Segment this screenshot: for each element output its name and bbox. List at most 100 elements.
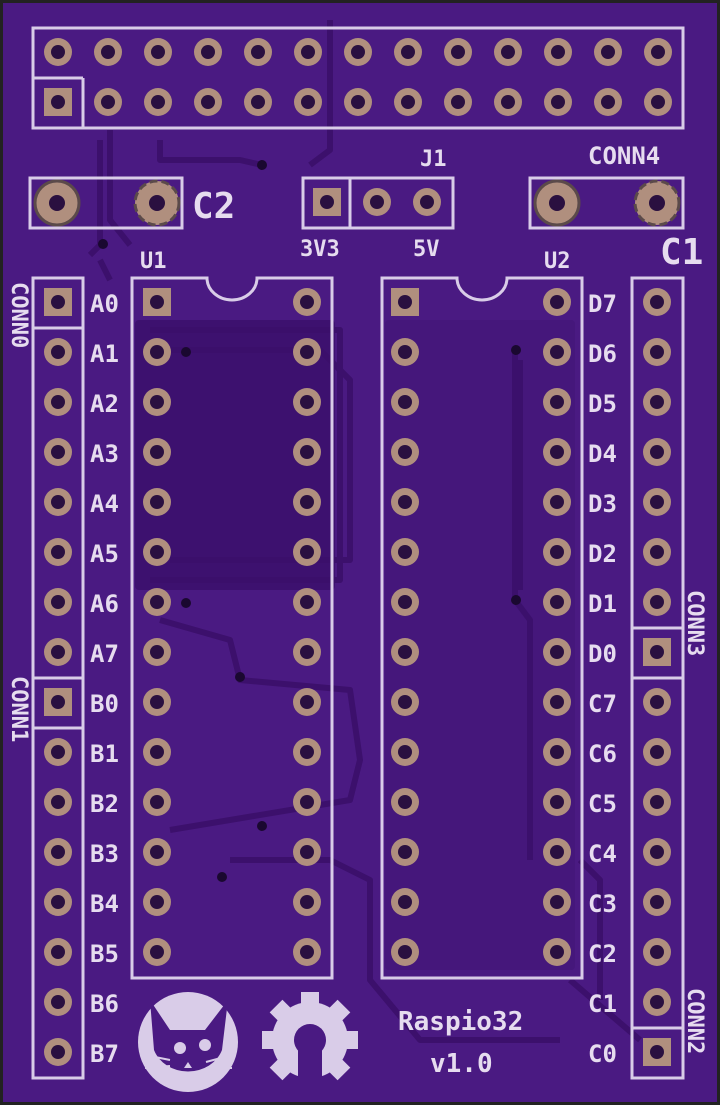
conn4-pad: [644, 38, 672, 66]
u1-pad: [293, 488, 321, 516]
pin-label: B2: [90, 790, 119, 818]
conn4-pad: [144, 38, 172, 66]
conn4-pad: [244, 88, 272, 116]
left-connector-pad: [44, 938, 72, 966]
u2-pad: [543, 938, 571, 966]
u2-pad: [391, 788, 419, 816]
j1-label: J1: [420, 147, 447, 172]
left-connector-pad: [44, 288, 72, 316]
left-connector-pad: [44, 438, 72, 466]
conn4-pad: [94, 38, 122, 66]
pin-label: D4: [588, 440, 617, 468]
right-connector-pad: [643, 538, 671, 566]
board-title: Raspio32: [398, 1007, 523, 1037]
u2-pad: [391, 438, 419, 466]
u1-pad: [293, 838, 321, 866]
conn4-pad: [444, 38, 472, 66]
pin-label: A3: [90, 440, 119, 468]
right-connector-pad: [643, 988, 671, 1016]
u2-pad: [543, 588, 571, 616]
left-connector-pad: [44, 988, 72, 1016]
right-connector-pad: [643, 488, 671, 516]
open-hardware-gear-icon: [262, 992, 358, 1092]
u2-pad: [391, 638, 419, 666]
conn4-pad: [194, 38, 222, 66]
u1-pad: [293, 938, 321, 966]
u1-pads: [143, 288, 321, 966]
conn4-pad: [294, 88, 322, 116]
right-connector-pad: [643, 588, 671, 616]
left-connector-pad: [44, 838, 72, 866]
u2-pad: [543, 638, 571, 666]
u2-pad: [391, 888, 419, 916]
pin-label: B6: [90, 990, 119, 1018]
pin-label: C6: [588, 740, 617, 768]
u1-pad: [293, 788, 321, 816]
u2-outline: [380, 276, 584, 980]
u2-pad: [391, 938, 419, 966]
conn4-label: CONN4: [588, 142, 660, 170]
u1-pad: [293, 388, 321, 416]
right-connector-pad: [643, 788, 671, 816]
u1-pad: [143, 938, 171, 966]
left-connector-pad: [44, 338, 72, 366]
conn4-pad: [394, 88, 422, 116]
pin-label: B1: [90, 740, 119, 768]
left-connector-pad: [44, 488, 72, 516]
pin-label: C4: [588, 840, 617, 868]
conn4-pad: [44, 38, 72, 66]
right-connector-pad: [643, 738, 671, 766]
pin-label: C1: [588, 990, 617, 1018]
copper-fills: [135, 320, 575, 970]
conn4-pad: [194, 88, 222, 116]
u1-pad: [293, 438, 321, 466]
right-connector-pad: [643, 938, 671, 966]
pin-label: D3: [588, 490, 617, 518]
conn2-outline: [630, 676, 685, 1080]
u1-pad: [143, 888, 171, 916]
u2-pad: [391, 338, 419, 366]
u2-pad: [543, 388, 571, 416]
right-connector-pad: [643, 1038, 671, 1066]
conn0-label: CONN0: [6, 282, 31, 348]
conn4-pad: [544, 38, 572, 66]
u1-pad: [293, 588, 321, 616]
right-connector-pad: [643, 888, 671, 916]
conn4-pad: [644, 88, 672, 116]
conn1-outline: [31, 676, 85, 1080]
pin-label: B7: [90, 1040, 119, 1068]
pin-label: C0: [588, 1040, 617, 1068]
j1-pads: [313, 188, 441, 216]
u2-pad: [543, 338, 571, 366]
pin-label: A2: [90, 390, 119, 418]
pin-label: A0: [90, 290, 119, 318]
pin-label: B3: [90, 840, 119, 868]
pin-label: C5: [588, 790, 617, 818]
u2-pad: [543, 838, 571, 866]
u1-pad: [143, 688, 171, 716]
pin-label: D2: [588, 540, 617, 568]
u2-pad: [543, 288, 571, 316]
c1-label: C1: [660, 232, 703, 273]
u1-pad: [143, 638, 171, 666]
u2-pad: [391, 738, 419, 766]
pin-label: D6: [588, 340, 617, 368]
pin-label: B5: [90, 940, 119, 968]
conn4-pad: [244, 38, 272, 66]
u1-pad: [143, 488, 171, 516]
u2-pad: [543, 688, 571, 716]
u2-pads: [391, 288, 571, 966]
5v-label: 5V: [413, 237, 440, 262]
c2-pads: [33, 179, 181, 227]
u2-pad: [543, 738, 571, 766]
pin-label: D0: [588, 640, 617, 668]
u2-pad: [543, 888, 571, 916]
pin-label: C3: [588, 890, 617, 918]
3v3-label: 3V3: [300, 237, 340, 262]
left-connector-pads: [44, 288, 72, 1066]
pin-label: A1: [90, 340, 119, 368]
conn4-pad: [94, 88, 122, 116]
conn4-pad: [594, 88, 622, 116]
